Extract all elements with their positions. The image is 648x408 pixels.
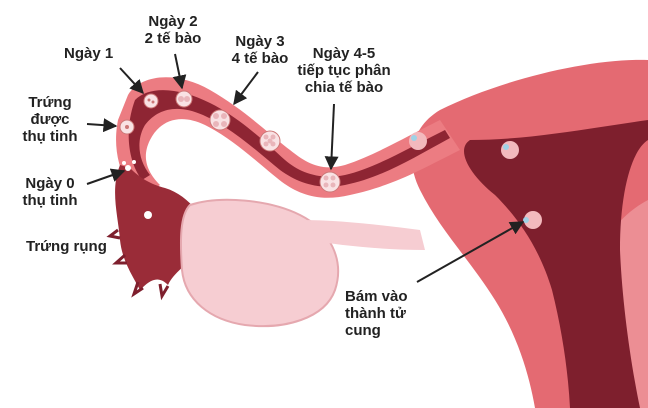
ovarian-ligament <box>300 220 425 250</box>
label-implant-line1: Bám vào <box>345 288 408 305</box>
arrow-day45 <box>324 103 339 171</box>
label-day45: Ngày 4-5 tiếp tục phân chia tế bào <box>288 45 400 96</box>
arrow-day1 <box>119 67 144 95</box>
arrow-fertilized <box>86 118 118 133</box>
label-fertilized: Trứng được thụ tinh <box>14 94 86 145</box>
blastocyst-2 <box>501 141 519 159</box>
fertilized-egg <box>119 119 135 135</box>
label-day45-line1: Ngày 4-5 <box>312 45 376 62</box>
label-day3-line2: 4 tế bào <box>231 50 289 67</box>
fimbriae-edge <box>106 227 209 301</box>
label-fertilized-line2: được <box>30 111 70 128</box>
label-day2-line1: Ngày 2 <box>148 13 198 30</box>
fimbriae <box>115 165 197 290</box>
label-day45-line2: tiếp tục phân <box>297 62 391 79</box>
ovulated-egg <box>144 211 152 219</box>
arrow-implant <box>416 221 525 283</box>
uterine-cavity <box>464 120 648 408</box>
fertilization-sperm <box>122 160 136 171</box>
label-fertilized-line1: Trứng <box>28 94 72 111</box>
day3-four-cells <box>209 109 231 131</box>
label-day1: Ngày 1 <box>64 45 114 62</box>
arrow-day2 <box>172 53 187 90</box>
label-day0-line1: Ngày 0 <box>25 175 75 192</box>
label-day45-line3: chia tế bào <box>304 79 384 96</box>
label-day0-line2: thụ tinh <box>22 192 78 209</box>
label-implant-line3: cung <box>345 322 381 339</box>
implanted-blastocyst <box>523 211 542 229</box>
label-fertilized-line3: thụ tinh <box>22 128 78 145</box>
day1-zygote <box>143 93 159 109</box>
ovary <box>179 198 340 328</box>
label-day3: Ngày 3 4 tế bào <box>224 33 296 67</box>
day45-cell <box>319 171 341 193</box>
tube-lumen <box>128 90 451 187</box>
label-day2: Ngày 2 2 tế bào <box>137 13 209 47</box>
label-day3-line1: Ngày 3 <box>235 33 285 50</box>
label-implant-line2: thành tử <box>345 305 406 322</box>
blastocyst-1 <box>409 132 427 150</box>
morula-cell <box>259 130 281 152</box>
label-ovulation: Trứng rụng <box>26 238 107 255</box>
arrow-day3 <box>233 71 259 106</box>
day2-two-cells <box>175 90 193 108</box>
label-implant: Bám vào thành tử cung <box>345 288 408 339</box>
label-day2-line2: 2 tế bào <box>144 30 202 47</box>
label-day0: Ngày 0 thụ tinh <box>14 175 86 209</box>
arrow-day0 <box>86 168 126 185</box>
